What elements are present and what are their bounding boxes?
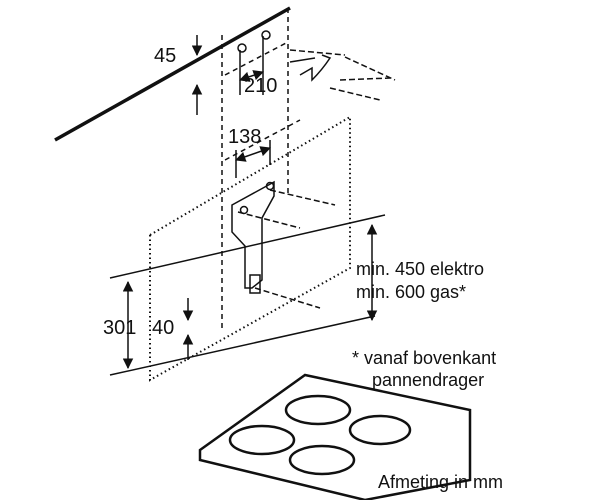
dimension-210	[239, 36, 264, 95]
burner-zone	[284, 394, 352, 426]
hood-outline	[149, 115, 351, 382]
dim-label-210: 210	[244, 75, 277, 97]
dim-label-45: 45	[154, 45, 176, 67]
burner-zone	[228, 424, 296, 456]
ceiling-anchors	[289, 49, 396, 101]
footnote-line1: * vanaf bovenkant	[352, 348, 496, 368]
wall-bracket	[231, 180, 275, 294]
burner-zone	[288, 444, 356, 476]
ceiling-line	[54, 6, 291, 142]
footnote-line2: pannendrager	[372, 370, 484, 390]
wall-anchors	[237, 189, 336, 309]
dim-label-40: 40	[152, 317, 174, 339]
clearance-electric-label: min. 450 elektro	[356, 259, 484, 279]
dimension-138	[235, 140, 271, 178]
ceiling-bracket	[237, 30, 332, 82]
cooktop	[198, 373, 472, 500]
burner-zone	[348, 414, 412, 446]
hob-plane	[109, 214, 386, 376]
dim-label-301: 301	[103, 317, 136, 339]
units-note: Afmeting in mm	[378, 472, 503, 492]
clearance-gas-label: min. 600 gas*	[356, 282, 466, 302]
chimney-outline	[221, 8, 301, 330]
dim-label-138: 138	[228, 126, 261, 148]
